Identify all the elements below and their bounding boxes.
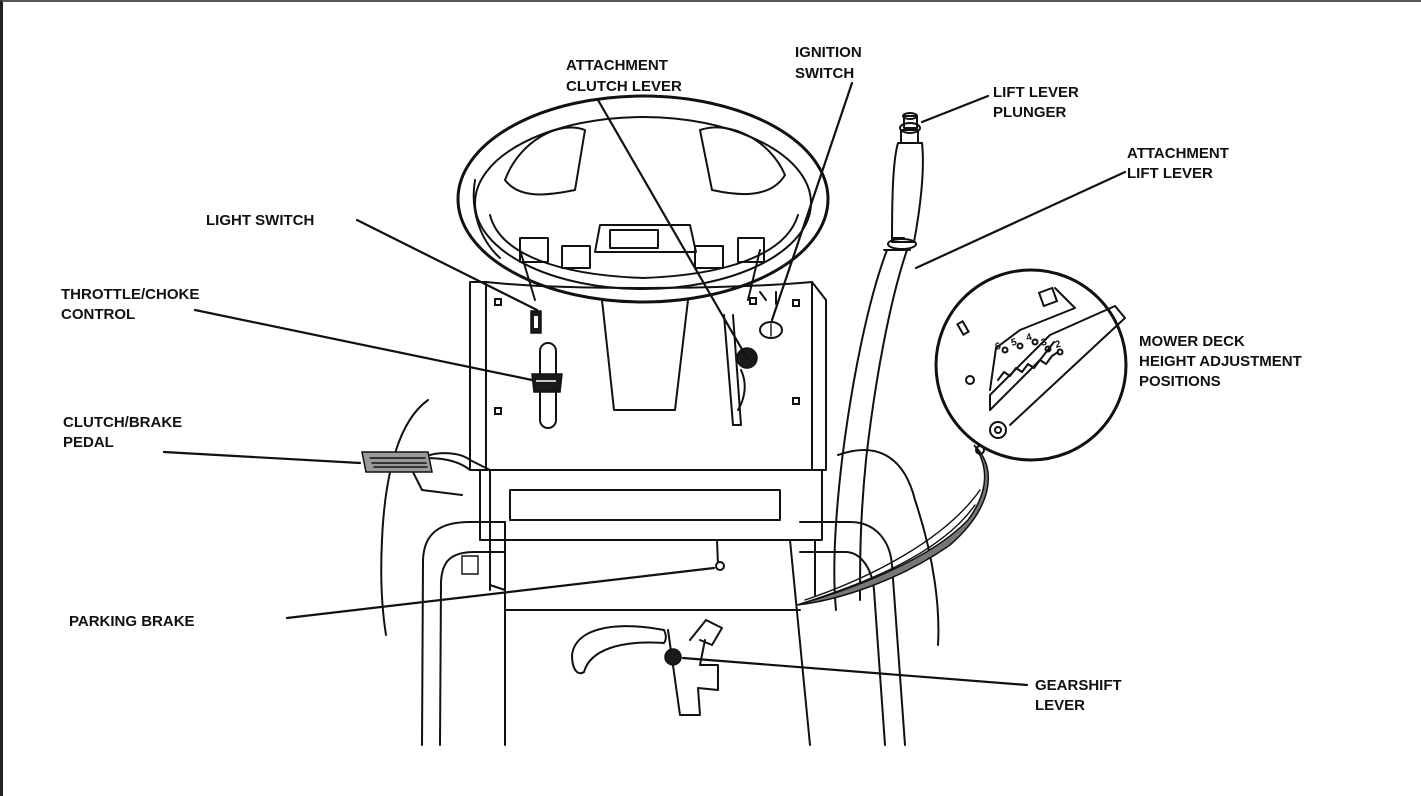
leader-lift-lever — [914, 170, 1127, 270]
labels: ATTACHMENT CLUTCH LEVER IGNITION SWITCH … — [61, 44, 1306, 714]
label-parking-brake: PARKING BRAKE — [69, 613, 195, 630]
label-clutch-brake-pedal: CLUTCH/BRAKE PEDAL — [63, 414, 186, 451]
steering-wheel — [456, 94, 830, 304]
leader-lines — [162, 81, 1127, 687]
gearshift-lever-part — [571, 619, 723, 716]
label-attachment-lift-lever: ATTACHMENT LIFT LEVER — [1127, 145, 1233, 182]
throttle-choke-part — [531, 342, 563, 429]
leader-parking-brake — [285, 566, 716, 620]
leader-clutch-brake — [162, 450, 362, 465]
parking-brake-part — [715, 539, 725, 571]
floor-panel — [421, 521, 906, 746]
height-position: 2 — [1054, 339, 1063, 351]
leader-attachment-clutch — [596, 98, 749, 360]
leader-gearshift — [681, 656, 1029, 687]
ignition-switch-part — [759, 291, 783, 339]
label-attachment-clutch-lever: ATTACHMENT CLUTCH LEVER — [566, 57, 682, 95]
label-gearshift-lever: GEARSHIFT LEVER — [1035, 677, 1126, 714]
leader-lift-plunger — [920, 94, 990, 124]
height-position: 5 — [1010, 337, 1019, 349]
attachment-clutch-lever-part — [723, 314, 758, 426]
leader-throttle-choke — [193, 308, 534, 382]
height-position: 3 — [1040, 337, 1049, 349]
height-adjustment-detail: 6 5 4 3 2 — [796, 268, 1128, 606]
leader-ignition — [770, 81, 854, 322]
dash-console — [469, 281, 827, 596]
label-light-switch: LIGHT SWITCH — [206, 212, 314, 229]
left-fender — [380, 399, 429, 636]
attachment-lift-lever-part — [833, 112, 924, 611]
label-throttle-choke-control: THROTTLE/CHOKE CONTROL — [61, 286, 204, 323]
label-ignition-switch: IGNITION SWITCH — [795, 44, 866, 82]
height-position: 4 — [1025, 332, 1034, 344]
right-fender — [837, 449, 940, 646]
leader-light-switch — [355, 218, 539, 312]
label-lift-lever-plunger: LIFT LEVER PLUNGER — [993, 84, 1083, 121]
label-mower-deck-height: MOWER DECK HEIGHT ADJUSTMENT POSITIONS — [1139, 333, 1306, 390]
light-switch-part — [530, 310, 542, 334]
height-position: 6 — [994, 341, 1003, 353]
clutch-brake-pedal-part — [361, 451, 491, 591]
